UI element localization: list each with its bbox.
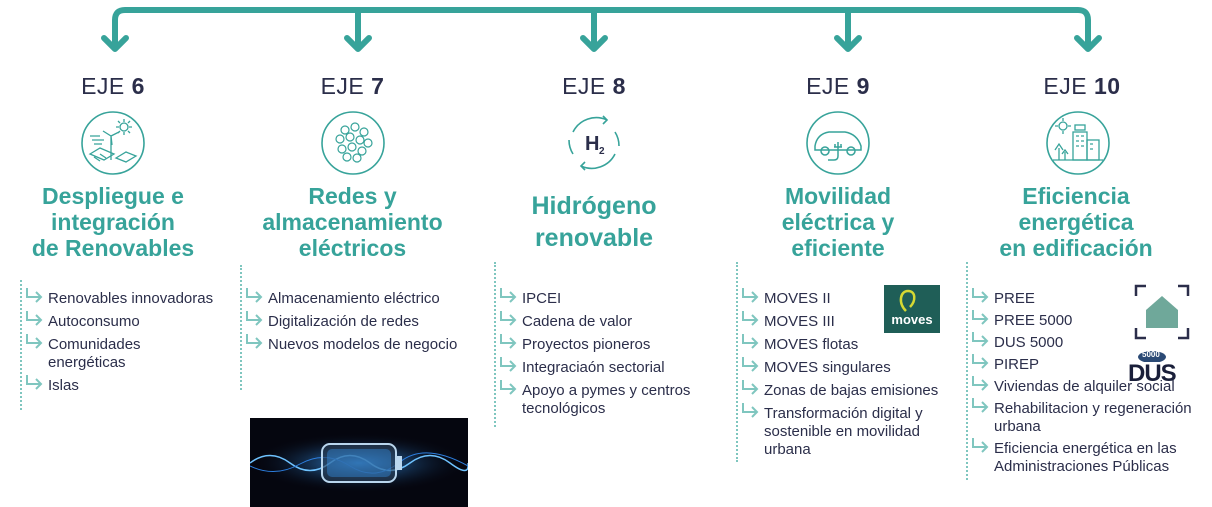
eje-label: EJE 6 xyxy=(81,73,145,99)
hydrogen-subscript: 2 xyxy=(599,146,605,157)
axis-title: Despliegue e integración de Renovables xyxy=(31,183,195,261)
branch-arrow-icon xyxy=(972,438,989,453)
branch-arrow-icon xyxy=(972,288,989,303)
eje-label: EJE 9 xyxy=(806,73,870,99)
branch-line xyxy=(20,280,24,410)
list-item: Digitalización de redes xyxy=(242,311,475,331)
item-list: Renovables innovadoras Autoconsumo Comun… xyxy=(22,288,218,400)
list-item: Comunidades energéticas xyxy=(22,334,218,372)
list-item: Viviendas de alquiler social xyxy=(968,376,1212,396)
column-eje-10: EJE 10 Eficiencia energética en edificac… xyxy=(962,0,1212,507)
branch-arrow-icon xyxy=(26,288,43,303)
eje-label: EJE 10 xyxy=(1043,73,1121,99)
network-icon xyxy=(320,111,385,175)
list-item: Islas xyxy=(22,375,218,395)
axis-title: Eficiencia energética en edificación xyxy=(999,183,1153,261)
item-list: IPCEI Cadena de valor Proyectos pioneros… xyxy=(496,288,700,423)
dus-cloud-icon xyxy=(1138,351,1166,362)
branch-arrow-icon xyxy=(742,288,759,303)
axis-title: Redes y almacenamiento eléctricos xyxy=(262,183,443,261)
branch-arrow-icon xyxy=(972,354,989,369)
list-item: Rehabilitacion y regeneración urbana xyxy=(968,398,1212,436)
list-item: PREE 5000 xyxy=(968,310,1212,330)
branch-arrow-icon xyxy=(742,357,759,372)
branch-line xyxy=(736,262,740,462)
column-eje-9: EJE 9 Movilidad eléctrica y eficiente MO… xyxy=(728,0,948,507)
arrow-head-6 xyxy=(101,35,129,52)
axis-title: Hidrógeno renovable xyxy=(531,192,657,252)
branch-arrow-icon xyxy=(26,375,43,390)
list-item: MOVES III xyxy=(738,311,948,331)
list-item: PIREP xyxy=(968,354,1212,374)
list-item: Eficiencia energética en las Administrac… xyxy=(968,438,1212,476)
list-item: Cadena de valor xyxy=(496,311,700,331)
branch-arrow-icon xyxy=(26,311,43,326)
dus-logo: 5000 DUS xyxy=(1122,348,1182,387)
moves-swirl-icon xyxy=(899,289,916,312)
item-list: Almacenamiento eléctrico Digitalización … xyxy=(242,288,475,359)
branch-arrow-icon xyxy=(246,311,263,326)
branch-line xyxy=(494,262,498,427)
battery-graphic xyxy=(250,418,468,507)
eje-label: EJE 8 xyxy=(562,73,626,99)
list-item: Zonas de bajas emisiones xyxy=(738,380,948,400)
branch-arrow-icon xyxy=(500,288,517,303)
list-item: Renovables innovadoras xyxy=(22,288,218,308)
arrow-head-8 xyxy=(580,35,608,52)
branch-arrow-icon xyxy=(742,311,759,326)
arrow-head-7 xyxy=(344,35,372,52)
branch-arrow-icon xyxy=(742,403,759,418)
list-item: Almacenamiento eléctrico xyxy=(242,288,475,308)
list-item: PREE xyxy=(968,288,1212,308)
list-item: Proyectos pioneros xyxy=(496,334,700,354)
item-list: MOVES II MOVES III MOVES flotas MOVES si… xyxy=(738,288,948,464)
arrow-head-10 xyxy=(1074,35,1102,52)
arrow-head-9 xyxy=(834,35,862,52)
column-eje-7: EJE 7 Redes y almacenamiento eléctricos … xyxy=(230,0,475,507)
list-item: MOVES flotas xyxy=(738,334,948,354)
branch-arrow-icon xyxy=(500,380,517,395)
branch-arrow-icon xyxy=(500,334,517,349)
battery-image xyxy=(250,418,468,507)
connector-bracket xyxy=(101,7,1102,52)
list-item: Autoconsumo xyxy=(22,311,218,331)
list-item: Apoyo a pymes y centros tecnológicos xyxy=(496,380,700,418)
electric-car-icon xyxy=(806,111,870,175)
hydrogen-icon: H 2 xyxy=(568,115,620,171)
branch-arrow-icon xyxy=(26,334,43,349)
branch-arrow-icon xyxy=(972,332,989,347)
branch-line xyxy=(966,262,970,480)
list-item: IPCEI xyxy=(496,288,700,308)
branch-arrow-icon xyxy=(246,288,263,303)
hydrogen-symbol: H xyxy=(585,133,599,155)
axis-title: Movilidad eléctrica y eficiente xyxy=(781,183,895,261)
connector-line xyxy=(112,7,1091,45)
branch-arrow-icon xyxy=(500,357,517,372)
branch-arrow-icon xyxy=(500,311,517,326)
branch-arrow-icon xyxy=(972,310,989,325)
list-item: Integraciaón sectorial xyxy=(496,357,700,377)
branch-line xyxy=(240,265,244,390)
branch-arrow-icon xyxy=(246,334,263,349)
building-efficiency-icon xyxy=(1046,111,1110,175)
branch-arrow-icon xyxy=(742,380,759,395)
branch-arrow-icon xyxy=(972,398,989,413)
column-eje-8: EJE 8 H 2 Hidrógeno renovable IPCEI Cade… xyxy=(488,0,700,507)
moves-logo: moves xyxy=(884,285,940,333)
eje-label: EJE 7 xyxy=(320,73,385,99)
branch-arrow-icon xyxy=(742,334,759,349)
item-list: PREE PREE 5000 DUS 5000 PIREP Viviendas … xyxy=(968,288,1212,476)
list-item: Nuevos modelos de negocio xyxy=(242,334,475,354)
column-eje-6: EJE 6 Despliegue e integración de Renova… xyxy=(8,0,218,507)
house-frame-icon xyxy=(1134,284,1190,340)
list-item: MOVES II xyxy=(738,288,948,308)
list-item: Transformación digital y sostenible en m… xyxy=(738,403,948,459)
list-item: MOVES singulares xyxy=(738,357,948,377)
renewables-icon xyxy=(81,111,145,175)
list-item: DUS 5000 xyxy=(968,332,1212,352)
branch-arrow-icon xyxy=(972,376,989,391)
